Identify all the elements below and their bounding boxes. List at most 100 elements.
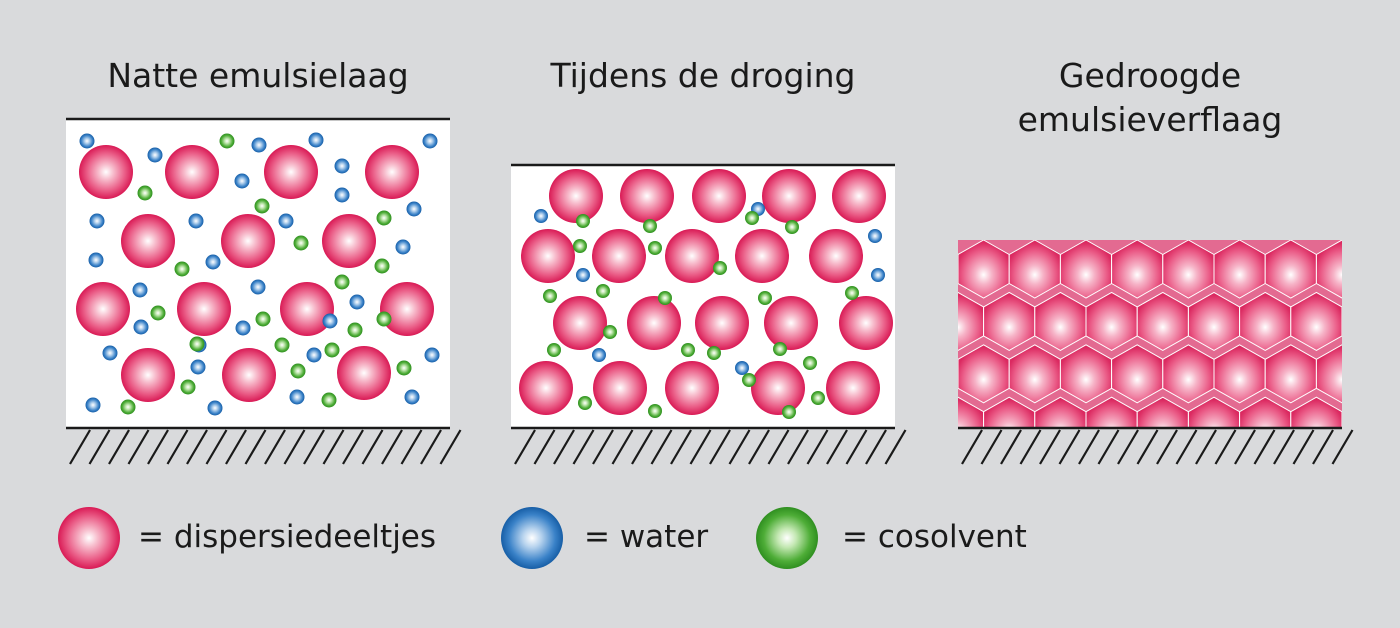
cosolvent-molecule xyxy=(324,342,340,358)
water-molecule xyxy=(576,268,590,282)
dispersion-particle xyxy=(620,169,674,223)
cosolvent-molecule xyxy=(376,210,392,226)
panel-dried-layer xyxy=(958,240,1400,508)
dried-particle-hexagon xyxy=(1060,450,1111,508)
dispersion-particle xyxy=(592,229,646,283)
cosolvent-molecule xyxy=(376,311,392,327)
dried-particle-hexagon xyxy=(1290,396,1342,428)
dispersion-particle xyxy=(380,282,434,336)
cosolvent-molecule xyxy=(180,379,196,395)
dispersion-particle xyxy=(121,348,175,402)
cosolvent-molecule xyxy=(137,185,153,201)
water-molecule xyxy=(89,213,105,229)
panel-title-drying: Tijdens de droging xyxy=(550,56,856,95)
dispersion-particle xyxy=(695,296,749,350)
water-molecule xyxy=(322,313,338,329)
dispersion-particle xyxy=(826,361,880,415)
cosolvent-molecule xyxy=(713,261,727,275)
cosolvent-molecule xyxy=(334,274,350,290)
cosolvent-molecule xyxy=(745,211,759,225)
cosolvent-molecule xyxy=(150,305,166,321)
water-molecule xyxy=(278,213,294,229)
cosolvent-molecule xyxy=(174,261,190,277)
water-molecule xyxy=(289,389,305,405)
water-molecule xyxy=(88,252,104,268)
substrate-hatching xyxy=(69,429,462,465)
dispersion-particle xyxy=(627,296,681,350)
water-molecule xyxy=(147,147,163,163)
dispersion-particle xyxy=(177,282,231,336)
water-molecule xyxy=(406,201,422,217)
water-molecule xyxy=(534,209,548,223)
dispersion-particle xyxy=(692,169,746,223)
dispersion-particle xyxy=(221,214,275,268)
legend-label-cosolvent: = cosolvent xyxy=(842,519,1027,555)
pink-sphere-icon xyxy=(58,507,120,569)
water-molecule xyxy=(735,361,749,375)
substrate-hatching xyxy=(961,429,1354,465)
dispersion-particle xyxy=(365,145,419,199)
dried-particle-hexagon xyxy=(1009,450,1060,508)
cosolvent-molecule xyxy=(773,342,787,356)
dried-particle-hexagon xyxy=(1315,344,1342,404)
dried-particle-hexagon xyxy=(1290,291,1342,351)
water-molecule xyxy=(190,359,206,375)
water-molecule xyxy=(308,132,324,148)
cosolvent-molecule xyxy=(658,291,672,305)
dried-particle-hexagon xyxy=(1368,240,1400,298)
cosolvent-molecule xyxy=(785,220,799,234)
cosolvent-molecule xyxy=(578,396,592,410)
dispersion-particle xyxy=(79,145,133,199)
water-molecule xyxy=(235,320,251,336)
dried-particle-hexagon xyxy=(1163,450,1214,508)
cosolvent-molecule xyxy=(396,360,412,376)
green-sphere-icon xyxy=(756,507,818,569)
dispersion-particle xyxy=(521,229,575,283)
dried-particle-hexagon xyxy=(1368,450,1400,508)
water-molecule xyxy=(234,173,250,189)
water-molecule xyxy=(306,347,322,363)
panel-title-dried: Gedroogde emulsieverflaag xyxy=(1017,56,1283,139)
cosolvent-molecule xyxy=(321,392,337,408)
water-molecule xyxy=(133,319,149,335)
dispersion-particle xyxy=(762,169,816,223)
cosolvent-molecule xyxy=(547,343,561,357)
dried-particle-hexagon xyxy=(1341,411,1342,428)
dispersion-particle xyxy=(553,296,607,350)
water-molecule xyxy=(102,345,118,361)
dispersion-particle xyxy=(832,169,886,223)
cosolvent-molecule xyxy=(219,133,235,149)
panel-title-wet: Natte emulsielaag xyxy=(107,56,409,95)
dispersion-particle xyxy=(280,282,334,336)
water-molecule xyxy=(395,239,411,255)
dried-particle-hexagon xyxy=(958,358,959,389)
dried-particle-hexagon xyxy=(1393,292,1400,350)
dried-particle-hexagon xyxy=(1341,306,1342,337)
water-molecule xyxy=(79,133,95,149)
cosolvent-molecule xyxy=(189,336,205,352)
dispersion-particle xyxy=(519,361,573,415)
dried-particle-hexagon xyxy=(1316,450,1367,508)
cosolvent-molecule xyxy=(293,235,309,251)
dried-particle-hexagon xyxy=(1265,450,1316,508)
water-molecule xyxy=(205,254,221,270)
dispersion-particle xyxy=(222,348,276,402)
cosolvent-molecule xyxy=(374,258,390,274)
cosolvent-molecule xyxy=(758,291,772,305)
dispersion-particle xyxy=(264,145,318,199)
cosolvent-molecule xyxy=(543,289,557,303)
water-molecule xyxy=(132,282,148,298)
cosolvent-molecule xyxy=(681,343,695,357)
cosolvent-molecule xyxy=(707,346,721,360)
water-molecule xyxy=(188,213,204,229)
cosolvent-molecule xyxy=(648,404,662,418)
substrate-hatching xyxy=(514,429,907,465)
legend xyxy=(58,507,818,569)
dried-particle-hexagon xyxy=(958,253,959,285)
panel-drying-layer xyxy=(511,163,907,465)
water-molecule xyxy=(334,158,350,174)
cosolvent-molecule xyxy=(120,399,136,415)
water-molecule xyxy=(424,347,440,363)
cosolvent-molecule xyxy=(290,363,306,379)
